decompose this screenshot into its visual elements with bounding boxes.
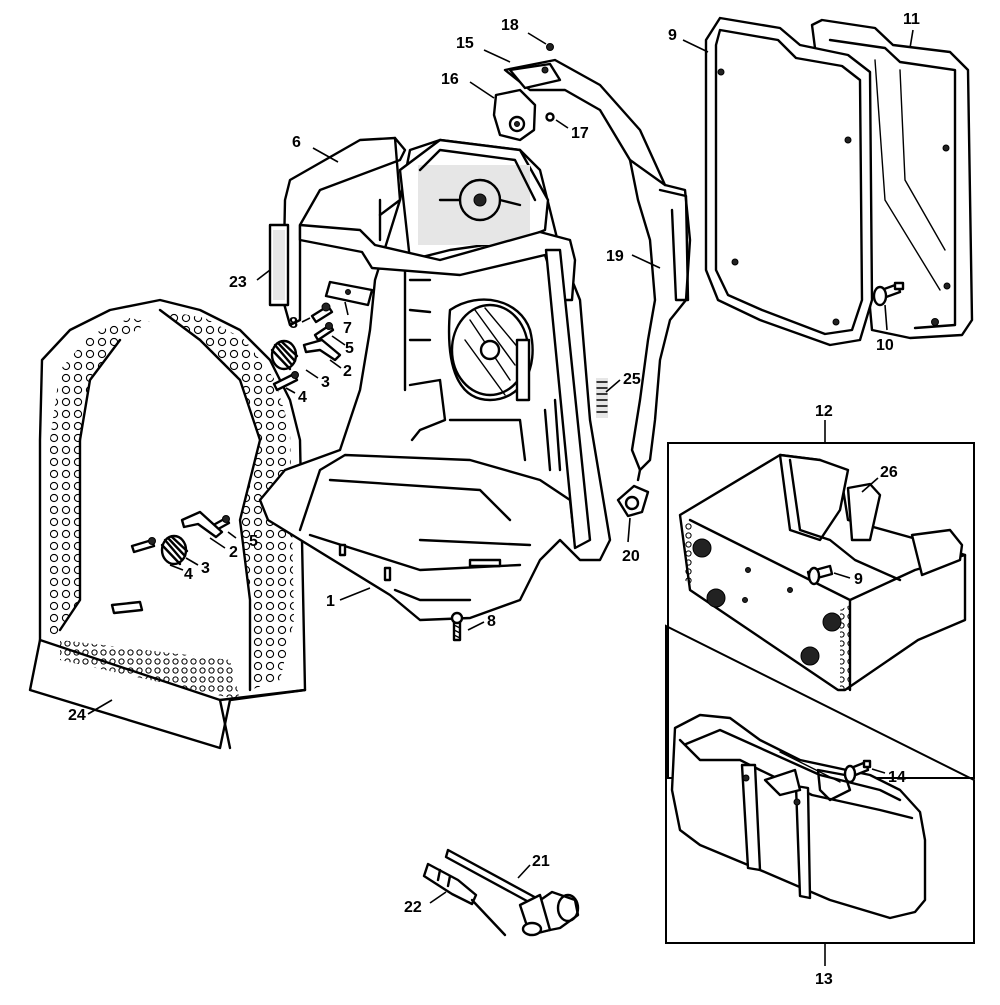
rivet-part-9-lower — [806, 564, 834, 586]
callout-16: 16 — [441, 71, 459, 88]
callout-8-lower: 8 — [487, 613, 496, 630]
callout-4-lower: 4 — [184, 566, 193, 583]
screwdriver-part-22 — [422, 862, 507, 937]
leader-1 — [339, 587, 371, 601]
leader-23 — [256, 269, 271, 281]
callout-5-lower: 5 — [249, 533, 258, 550]
leader-22 — [429, 891, 447, 904]
callout-9-top: 9 — [668, 27, 677, 44]
leader-10 — [884, 304, 888, 331]
callout-23: 23 — [229, 274, 247, 291]
rivet-part-10 — [872, 281, 905, 307]
callout-2-lower: 2 — [229, 544, 238, 561]
leader-9-lower — [833, 572, 851, 579]
leader-8-upper — [301, 317, 311, 323]
callout-10: 10 — [876, 337, 894, 354]
spring-part-3-lower — [160, 534, 189, 566]
callout-8-upper: 8 — [289, 315, 298, 332]
handle-frame-part-6 — [281, 136, 592, 550]
leader-18 — [527, 32, 547, 45]
leader-24 — [87, 699, 113, 715]
leader-3-lower — [185, 557, 199, 566]
leader-5-lower — [227, 531, 237, 539]
leader-3-upper — [305, 369, 319, 379]
leader-25 — [605, 379, 621, 393]
screw-part-4-upper — [272, 371, 299, 392]
leader-26 — [861, 477, 879, 493]
rivet-part-14 — [843, 759, 872, 784]
spring-part-3-upper — [270, 339, 299, 371]
screw-part-18 — [546, 43, 554, 51]
callout-20: 20 — [622, 548, 640, 565]
screw-part-5-upper — [313, 322, 335, 342]
inset-box-part-13 — [665, 624, 975, 944]
shoulder-strap-part-19 — [503, 58, 692, 472]
leader-8-lower — [467, 621, 485, 631]
callout-6: 6 — [292, 134, 301, 151]
callout-2-upper: 2 — [343, 363, 352, 380]
strap-bracket-part-16 — [492, 88, 537, 142]
screw-part-8-upper — [310, 302, 334, 324]
leader-9-top — [682, 39, 709, 53]
callout-13: 13 — [815, 971, 833, 988]
screw-part-8-lower — [450, 611, 464, 642]
callout-11: 11 — [903, 11, 920, 28]
buckle-part-20 — [616, 468, 650, 518]
strap-clip-part-15 — [508, 62, 562, 90]
leader-4-lower — [169, 564, 184, 571]
callout-15: 15 — [456, 35, 474, 52]
lever-part-2-lower — [180, 510, 224, 539]
callout-12: 12 — [815, 403, 833, 420]
screw-part-17 — [545, 112, 555, 122]
leader-16 — [469, 81, 495, 99]
label-part-23 — [268, 223, 290, 307]
combination-wrench-part-21 — [444, 848, 580, 937]
callout-5-upper: 5 — [345, 340, 354, 357]
callout-25: 25 — [623, 371, 641, 388]
callout-21: 21 — [532, 853, 550, 870]
leader-6 — [312, 147, 339, 163]
callout-26: 26 — [880, 464, 898, 481]
callout-19: 19 — [606, 248, 624, 265]
leader-11 — [909, 29, 914, 49]
callout-18: 18 — [501, 17, 519, 34]
callout-4-upper: 4 — [298, 389, 307, 406]
leader-2-upper — [329, 359, 342, 369]
callout-labels: 1 2 2 3 3 4 4 5 5 6 7 8 8 9 9 10 11 12 1… — [68, 11, 920, 988]
leader-7 — [344, 301, 349, 316]
callout-24: 24 — [68, 707, 86, 724]
leader-4-upper — [285, 387, 296, 394]
callout-14: 14 — [888, 769, 906, 786]
leader-15 — [483, 49, 511, 63]
lever-part-2-upper — [302, 338, 342, 362]
back-pad-part-9 — [704, 16, 874, 347]
leader-14 — [871, 768, 886, 774]
leader-5-upper — [331, 335, 346, 346]
leader-2-lower — [209, 537, 226, 549]
back-shield-part-24 — [28, 298, 307, 750]
leader-21 — [517, 864, 531, 879]
callout-3-upper: 3 — [321, 374, 330, 391]
screw-part-4-lower — [130, 537, 156, 554]
leader-20 — [627, 517, 631, 543]
plate-part-7 — [324, 280, 374, 307]
callout-22: 22 — [404, 899, 422, 916]
callout-17: 17 — [571, 125, 589, 142]
callout-1: 1 — [326, 593, 335, 610]
callout-9-lower: 9 — [854, 571, 863, 588]
leader-19 — [631, 254, 661, 269]
leader-17 — [555, 119, 569, 129]
callout-7: 7 — [343, 320, 352, 337]
callout-3-lower: 3 — [201, 560, 210, 577]
